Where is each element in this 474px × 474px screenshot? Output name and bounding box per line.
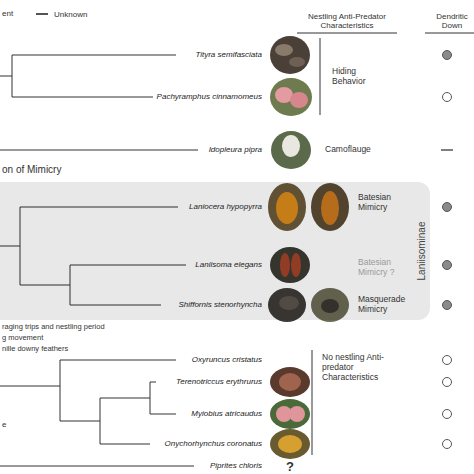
- legend-item: Unknown: [36, 10, 87, 19]
- node-note: raging trips and nestling period: [2, 323, 105, 332]
- partial-legend-text: ent: [2, 9, 13, 18]
- photo-detail: [279, 373, 301, 391]
- bracket-line: [320, 38, 321, 115]
- node-note: on of Mimicry: [2, 164, 61, 176]
- photo-detail: [290, 92, 308, 108]
- trait-label: Camoflauge: [325, 145, 371, 155]
- trait-label: Hiding Behavior: [332, 67, 384, 87]
- tree-branch: [0, 360, 176, 444]
- tree-branch: [0, 55, 176, 97]
- absent-dot: [443, 356, 452, 365]
- species-name: Idopleura pipra: [209, 145, 262, 154]
- species-name: Laniisoma elegans: [195, 260, 262, 269]
- species-name: Onychorhynchus coronatus: [165, 439, 262, 448]
- species-name: Pachyramphus cinnamomeus: [157, 92, 262, 101]
- clade-name: Laniisominae: [416, 222, 427, 281]
- node-note: e: [2, 420, 6, 429]
- legend-sample: [36, 13, 48, 15]
- nestling-photo: [270, 399, 310, 429]
- absent-dot: [443, 440, 452, 449]
- species-name: Tityra semifasciata: [195, 50, 262, 59]
- column-header: Nestling Anti-Predator Characteristics: [297, 12, 397, 30]
- species-name: Piprites chloris: [210, 461, 262, 470]
- question-mark: ?: [286, 460, 294, 474]
- bracket-line: [312, 350, 313, 455]
- header-rule: [425, 33, 474, 34]
- tree-branch: [0, 150, 198, 151]
- node-note: g movement: [2, 334, 43, 343]
- trait-label: No nestling Anti-predator Characteristic…: [322, 353, 404, 382]
- nestling-photo: [270, 367, 310, 397]
- legend-text: Unknown: [54, 10, 87, 19]
- node-note: nille downy feathers: [2, 345, 68, 354]
- trait-label: Batesian Mimicry ?: [358, 258, 410, 278]
- species-name: Terenotriccus erythrurus: [176, 377, 262, 386]
- present-dot: [443, 261, 452, 270]
- photo-detail: [275, 44, 293, 56]
- trait-label: Masquerade Mimicry: [358, 295, 408, 315]
- tree-branch: [0, 466, 194, 467]
- species-name: Shiffornis stenorhyncha: [178, 300, 262, 309]
- nestling-photo: [271, 131, 311, 169]
- photo-detail: [289, 57, 305, 67]
- photo-detail: [289, 406, 305, 422]
- nestling-photo: [270, 429, 310, 459]
- column-header: Dendritic Down: [431, 12, 473, 30]
- nestling-photo: [270, 36, 310, 74]
- species-name: Oxyruncus cristatus: [192, 355, 262, 364]
- species-name: Laniocera hypopyrra: [189, 202, 262, 211]
- absent-dot: [443, 93, 452, 102]
- present-dot: [443, 203, 452, 212]
- unknown-dash: [441, 149, 453, 151]
- photo-detail: [282, 135, 300, 157]
- trait-label: Batesian Mimicry: [358, 193, 408, 213]
- dendritic-down-marks: [441, 51, 453, 449]
- present-dot: [443, 51, 452, 60]
- absent-dot: [443, 410, 452, 419]
- nestling-photo: [270, 78, 312, 116]
- header-rule: [297, 33, 397, 34]
- species-name: Myiobius atricaudus: [191, 409, 262, 418]
- photo-detail: [278, 435, 302, 453]
- present-dot: [443, 301, 452, 310]
- absent-dot: [443, 378, 452, 387]
